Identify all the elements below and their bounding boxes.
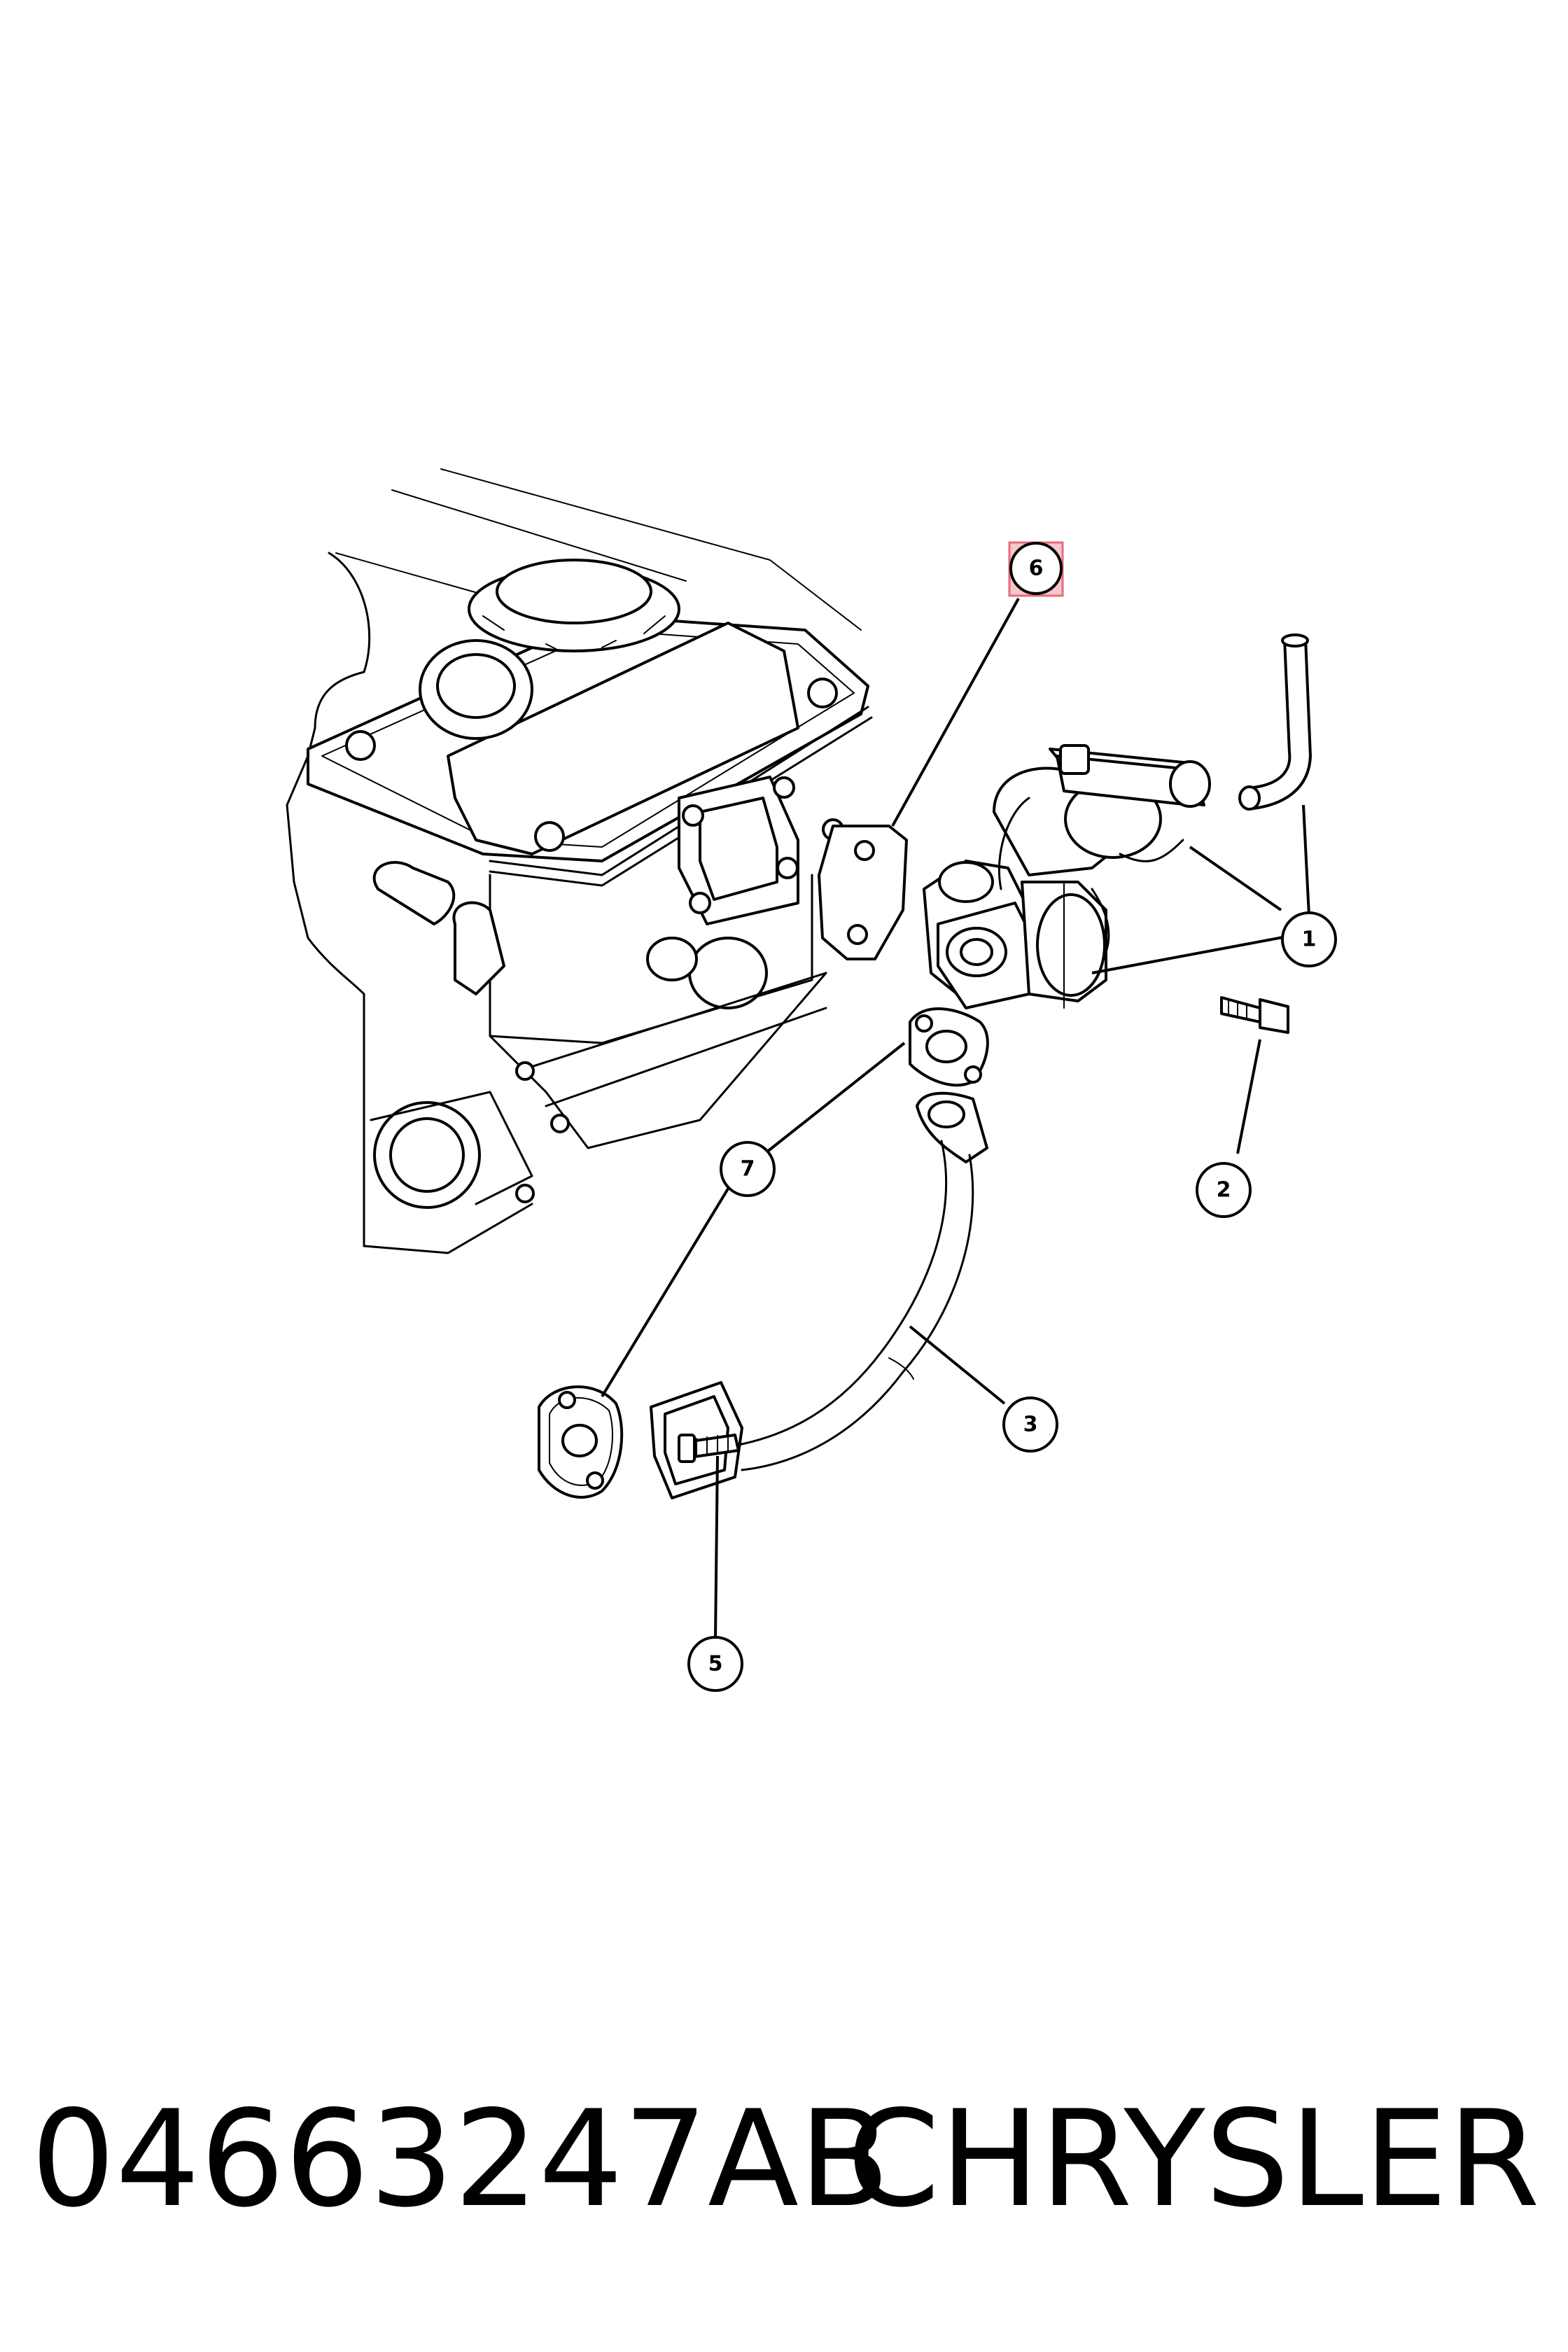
part-number: 04663247AB: [31, 2082, 890, 2236]
callout-1: 1: [1281, 911, 1337, 967]
gasket-part-6: [818, 825, 908, 960]
callout-label-5: 5: [708, 1652, 723, 1676]
egr-tube-part-3: [734, 1091, 988, 1471]
leader-lines: [601, 598, 1310, 1639]
egr-valve-assembly-part-1: [923, 744, 1211, 1009]
gasket-part-7-lower: [538, 1385, 624, 1499]
callout-2: 2: [1196, 1162, 1252, 1218]
callout-5: 5: [687, 1636, 743, 1692]
callout-label-6: 6: [1029, 556, 1044, 581]
callout-label-3: 3: [1023, 1413, 1038, 1437]
callout-label-7: 7: [741, 1157, 755, 1182]
footer: 04663247AB CHRYSLER: [0, 2072, 1568, 2247]
gasket-part-7-upper: [909, 1007, 989, 1087]
engine-block-drawing: [286, 468, 873, 1254]
callout-6: 6: [1008, 541, 1064, 597]
callout-3: 3: [1002, 1396, 1058, 1452]
vacuum-hose-part-1: [1238, 634, 1312, 811]
callout-label-1: 1: [1302, 927, 1317, 952]
tube-flange-part-5: [650, 1381, 743, 1499]
callout-label-2: 2: [1217, 1178, 1231, 1203]
brand-name: CHRYSLER: [847, 2082, 1540, 2236]
bolt-part-2: [1220, 996, 1289, 1034]
callout-7: 7: [720, 1141, 776, 1197]
